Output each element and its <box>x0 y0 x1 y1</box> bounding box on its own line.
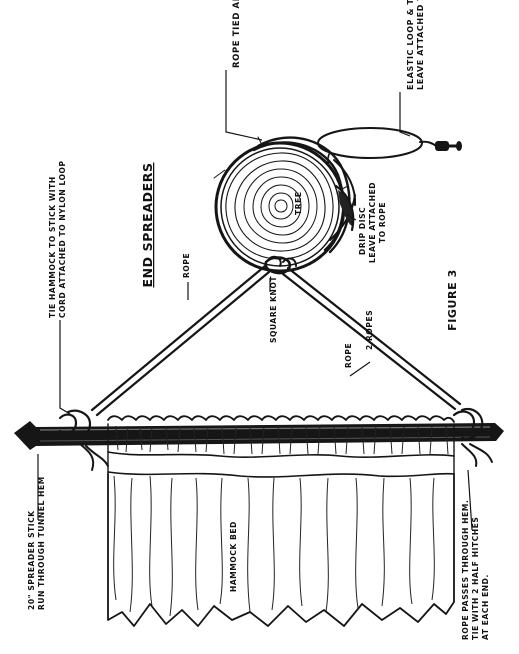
label-drip-disc-line3: TO ROPE <box>378 202 387 243</box>
label-figure-3: FIGURE 3 <box>446 269 459 331</box>
label-spreader-line1: 20" SPREADER STICK <box>27 510 36 610</box>
label-rope-tied-around-tree: ROPE TIED AROUND TREE <box>232 0 242 68</box>
label-rope-passes-line2: TIE WITH 2 HALF HITCHES <box>471 517 480 640</box>
label-rope-doubled: 2 ROPES <box>365 310 374 350</box>
label-elastic-loop-line1: ELASTIC LOOP & TOGGLE <box>406 0 415 90</box>
labels: END SPREADERS ROPE TIED AROUND TREE ELAS… <box>27 0 490 640</box>
label-rope-passes-line1: ROPE PASSES THROUGH HEM. <box>461 500 470 640</box>
label-drip-disc-line1: DRIP DISC <box>358 207 367 255</box>
label-rope-passes-line3: AT EACH END. <box>481 574 490 640</box>
label-tie-hammock-line2: CORD ATTACHED TO NYLON LOOP <box>58 160 67 318</box>
label-square-knot: SQUARE KNOT <box>269 276 278 343</box>
label-spreader-line2: RUN THROUGH TUNNEL HEM <box>37 476 46 610</box>
label-elastic-loop-line2: LEAVE ATTACHED TO ROPE <box>416 0 425 90</box>
label-tie-hammock-line1: TIE HAMMOCK TO STICK WITH <box>48 176 57 318</box>
hammock-bed <box>108 416 454 626</box>
label-tree: TREE <box>294 191 303 215</box>
label-hammock-bed: HAMMOCK BED <box>229 521 238 592</box>
title-end-spreaders: END SPREADERS <box>140 162 155 287</box>
label-rope-upper: ROPE <box>182 253 191 278</box>
label-rope-lower: ROPE <box>344 343 353 368</box>
label-drip-disc-line2: LEAVE ATTACHED <box>368 182 377 263</box>
